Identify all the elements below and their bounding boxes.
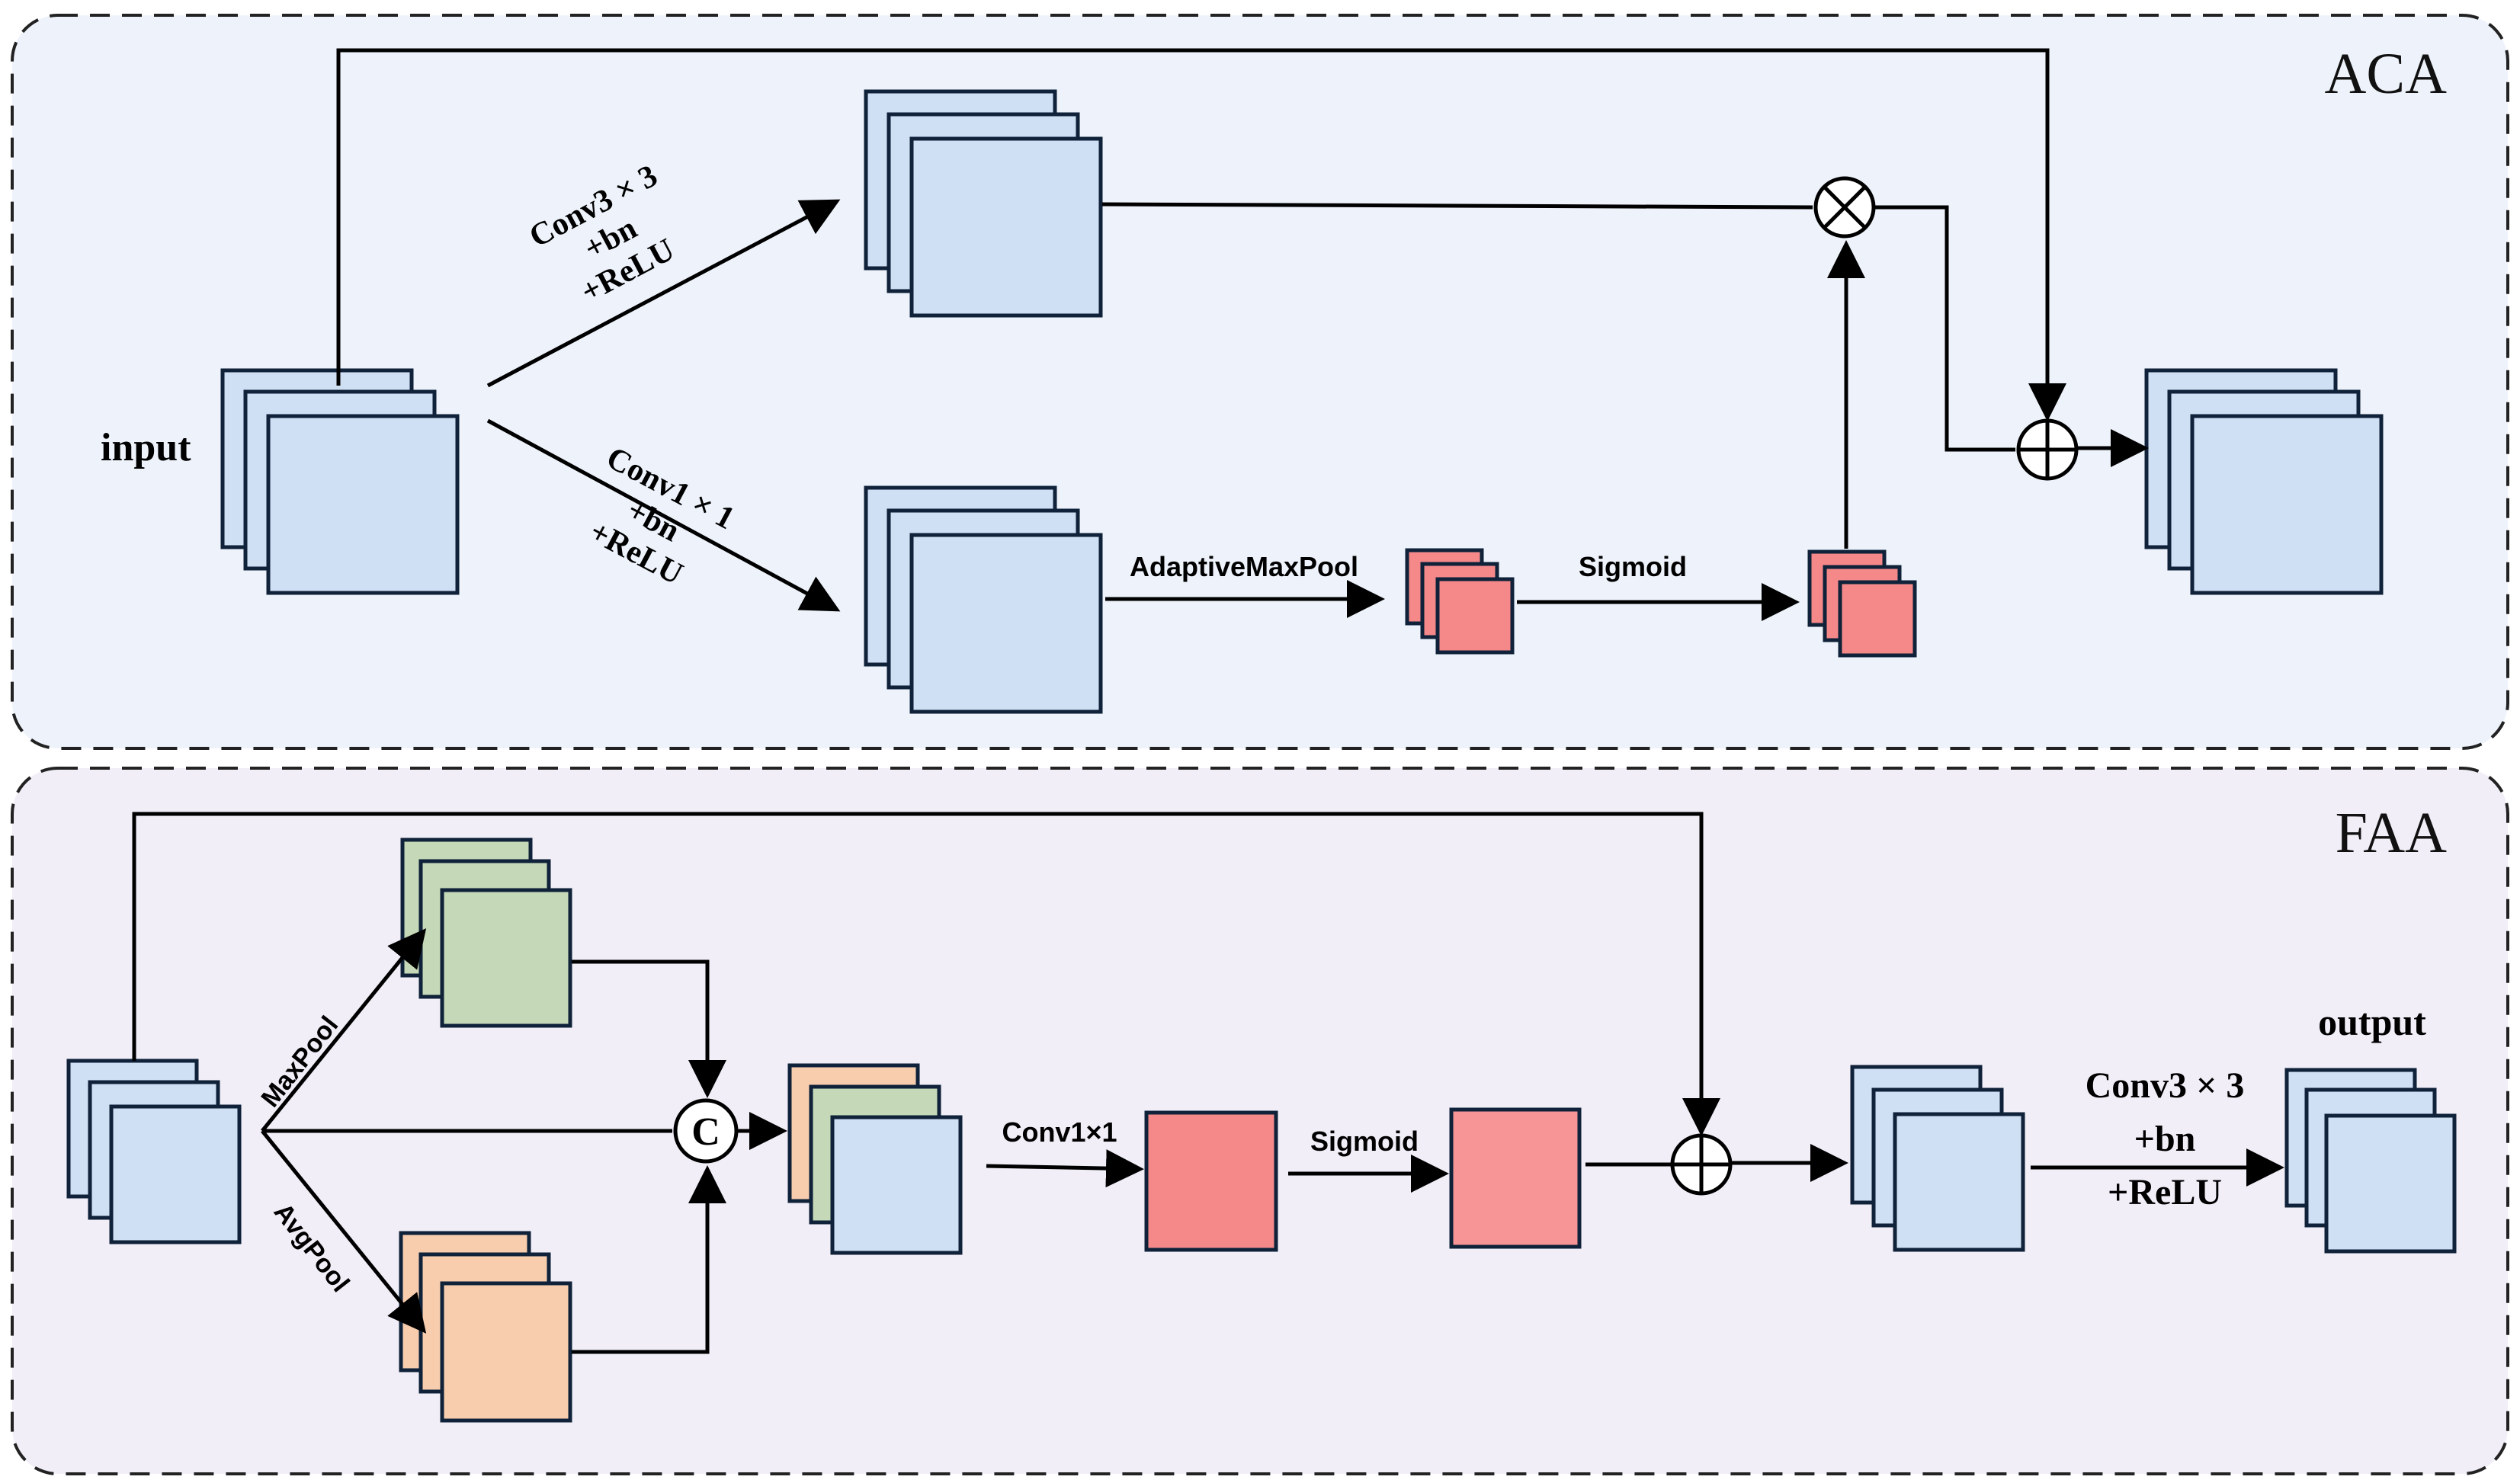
feature-map <box>2190 414 2384 595</box>
faa-concat-stack <box>787 1063 963 1255</box>
aca-region: ACA input <box>11 14 2509 750</box>
feature-map <box>1435 577 1515 655</box>
faa-region: FAA <box>11 767 2509 1475</box>
aca-conv3-arrow <box>486 199 841 388</box>
aca-pool-label: AdaptiveMaxPool <box>1130 551 1358 582</box>
faa-title: FAA <box>2336 801 2448 865</box>
faa-output-stack <box>2284 1068 2457 1254</box>
faa-concat-node: C <box>673 1098 739 1164</box>
svg-text:+ReLU: +ReLU <box>2108 1172 2222 1212</box>
aca-pooled-stack <box>1405 548 1515 655</box>
aca-output-stack <box>2144 368 2384 595</box>
faa-output-label: output <box>2318 1001 2426 1043</box>
aca-conv1-arrow <box>486 418 841 612</box>
aca-conv1-stack <box>864 485 1103 714</box>
svg-text:Conv3 × 3: Conv3 × 3 <box>2086 1065 2245 1106</box>
aca-skip-connection <box>336 48 2066 421</box>
aca-input-stack <box>220 368 460 595</box>
faa-maxpool-to-concat <box>572 959 726 1098</box>
aca-branch-line <box>1101 202 1813 210</box>
feature-map <box>909 533 1103 714</box>
aca-sigmoid-stack <box>1807 549 1917 658</box>
faa-sigmoid-map <box>1449 1107 1582 1249</box>
aca-multiply-node <box>1813 176 1876 239</box>
aca-conv3-stack <box>864 89 1103 318</box>
feature-map <box>909 136 1103 318</box>
faa-sigmoid-label: Sigmoid <box>1310 1126 1419 1157</box>
feature-map <box>1893 1112 2025 1252</box>
faa-avgpool-stack <box>399 1231 572 1423</box>
aca-add-node <box>2016 418 2079 481</box>
feature-map <box>440 888 572 1028</box>
faa-maxpool-arrow <box>261 928 427 1132</box>
faa-skip-connection <box>132 812 1720 1136</box>
feature-map <box>266 414 460 595</box>
faa-maxpool-stack <box>400 838 572 1028</box>
aca-title: ACA <box>2325 42 2448 106</box>
feature-map <box>440 1281 572 1423</box>
faa-final-conv-label: Conv3 × 3 +bn +ReLU <box>2086 1065 2245 1212</box>
aca-input-label: input <box>101 426 191 469</box>
feature-map <box>830 1115 963 1255</box>
feature-map <box>1838 580 1917 658</box>
feature-map <box>2324 1113 2457 1254</box>
faa-add-node <box>1670 1133 1733 1196</box>
svg-text:+bn: +bn <box>2134 1119 2196 1159</box>
faa-concat-symbol: C <box>691 1110 720 1154</box>
feature-map <box>109 1104 242 1244</box>
faa-conv1-map <box>1144 1110 1278 1252</box>
faa-avgpool-arrow <box>261 1129 427 1334</box>
aca-multiply-out-line <box>1874 205 2015 452</box>
aca-sigmoid-label: Sigmoid <box>1579 551 1687 582</box>
faa-fused-stack <box>1850 1065 2025 1252</box>
faa-conv1-label: Conv1×1 <box>1002 1116 1117 1148</box>
faa-conv1-arrow <box>986 1149 1144 1188</box>
faa-avgpool-to-concat <box>572 1165 726 1354</box>
faa-input-stack <box>66 1059 242 1244</box>
